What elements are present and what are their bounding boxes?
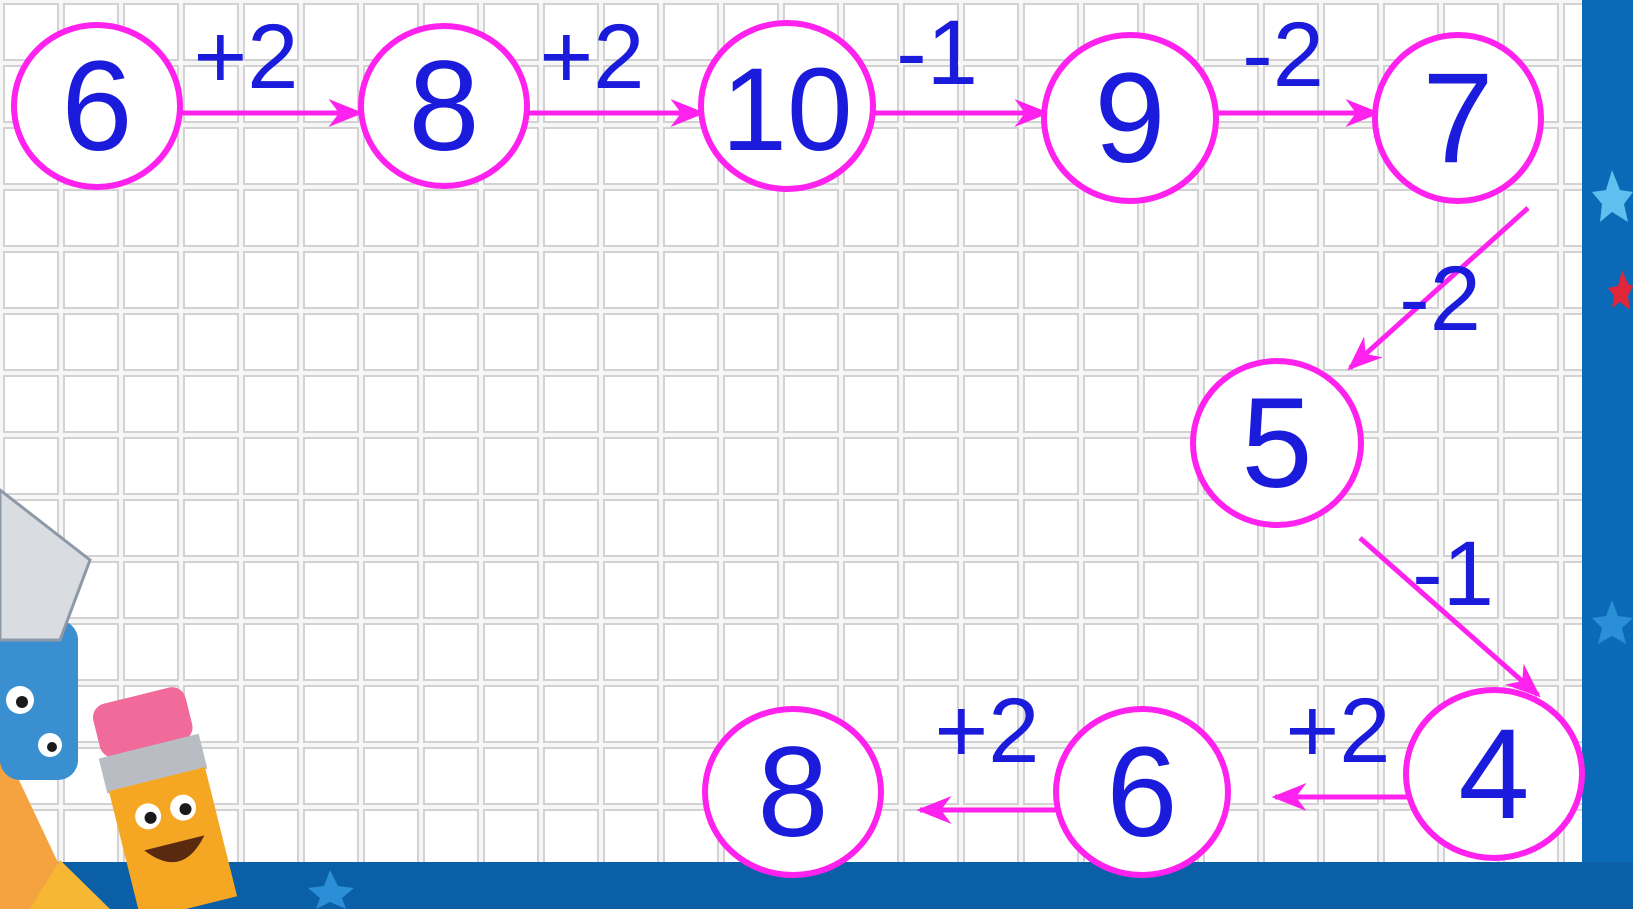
number-value: 6 (61, 35, 132, 178)
step-label: -1 (896, 2, 978, 104)
step-label: -1 (1412, 523, 1494, 625)
number-value: 4 (1458, 703, 1529, 846)
step-label: +2 (540, 6, 645, 108)
step-label: +2 (935, 680, 1040, 782)
number-value: 10 (721, 44, 852, 176)
number-value: 7 (1422, 47, 1493, 190)
step-label: +2 (194, 6, 299, 108)
number-value: 8 (408, 35, 479, 178)
step-label: +2 (1286, 680, 1391, 782)
number-value: 5 (1241, 372, 1312, 515)
number-value: 6 (1106, 721, 1177, 864)
number-value: 9 (1094, 47, 1165, 190)
number-value: 8 (757, 721, 828, 864)
step-label: -2 (1242, 4, 1324, 106)
step-label: -2 (1399, 248, 1481, 350)
